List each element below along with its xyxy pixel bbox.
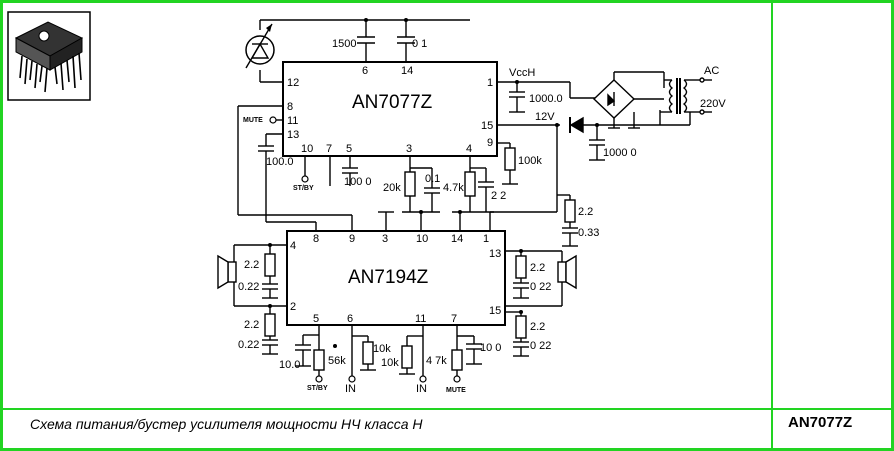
- label-r22-right: 2.2: [578, 206, 593, 218]
- resistors-bottom: [264, 253, 527, 371]
- ic2-pin: 11: [415, 313, 426, 325]
- label-in-1: IN: [345, 383, 356, 395]
- label-c022-r1: 0 22: [530, 281, 551, 293]
- ic1-pin: 7: [326, 143, 332, 155]
- component-labels: VccH 12V AC 220V MUTE ST/BY ST/BY IN IN …: [238, 38, 726, 395]
- ic1-pin: 4: [466, 143, 472, 155]
- ic2-pin: 1: [483, 233, 489, 245]
- label-mute: MUTE: [243, 117, 263, 124]
- label-c100-mid: 100 0: [344, 176, 372, 188]
- diagram-caption: Схема питания/бустер усилителя мощности …: [30, 416, 423, 432]
- label-r56k: 56k: [328, 355, 346, 367]
- ic-package-drawing: [7, 11, 91, 101]
- ic2-pin: 9: [349, 233, 355, 245]
- ic1-pin: 6: [362, 65, 368, 77]
- label-r22-r2: 2.2: [530, 321, 545, 333]
- ic1-pin: 9: [487, 137, 493, 149]
- label-mute-2: MUTE: [446, 387, 466, 394]
- ic2-wiring: [233, 244, 563, 376]
- label-r22-l1: 2.2: [244, 259, 259, 271]
- frame-divider-horizontal: [0, 408, 894, 410]
- label-r47k-top: 4.7k: [443, 182, 464, 194]
- frame-divider-vertical: [771, 0, 773, 451]
- ic1-pin: 11: [287, 115, 298, 127]
- label-c10-bot2: 10 0: [480, 342, 501, 354]
- ic1-box: [282, 61, 498, 157]
- ic1-pin: 14: [401, 65, 413, 77]
- label-in-2: IN: [416, 383, 427, 395]
- ic1-pin: 12: [287, 77, 299, 89]
- label-stby-2: ST/BY: [307, 385, 328, 392]
- label-r10k-b: 10k: [381, 357, 399, 369]
- ic1-pin: 5: [346, 143, 352, 155]
- terminals: [268, 18, 599, 383]
- label-r20k: 20k: [383, 182, 401, 194]
- label-c01-mid: 0.1: [425, 173, 440, 185]
- label-c033: 0.33: [578, 227, 599, 239]
- label-c1000-top: 1000.0: [529, 93, 563, 105]
- label-c100-left: 100.0: [266, 156, 294, 168]
- ic2-pin: 14: [451, 233, 463, 245]
- label-r47k-bot: 4 7k: [426, 355, 447, 367]
- label-c1000-bot: 1000 0: [603, 147, 637, 159]
- ic2-pin: 3: [382, 233, 388, 245]
- label-c22-top: 2 2: [491, 190, 506, 202]
- label-r100k: 100k: [518, 155, 542, 167]
- label-c1500: 1500: [332, 38, 356, 50]
- label-ac: AC: [704, 65, 719, 77]
- label-stby: ST/BY: [293, 185, 314, 192]
- power-supply: [509, 71, 712, 161]
- ic2-pin: 6: [347, 313, 353, 325]
- ic2-pin: 5: [313, 313, 319, 325]
- label-c022-l2: 0.22: [238, 339, 259, 351]
- label-r22-r1: 2.2: [530, 262, 545, 274]
- ic2-label: AN7194Z: [348, 267, 429, 288]
- ic2-pin: 7: [451, 313, 457, 325]
- label-c022-l1: 0.22: [238, 281, 259, 293]
- ic2-pin: 13: [489, 248, 501, 260]
- speaker-right-icon: [557, 254, 577, 290]
- part-number: AN7077Z: [788, 414, 853, 431]
- ic1-pin: 15: [481, 120, 493, 132]
- ic2-pin: 10: [416, 233, 428, 245]
- label-r22-l2: 2.2: [244, 319, 259, 331]
- ic1-pin: 3: [406, 143, 412, 155]
- label-r10k-a: 10k: [373, 343, 391, 355]
- ic2-pin: 4: [290, 240, 296, 252]
- ic2-pin: 2: [290, 301, 296, 313]
- ic2-pin: 8: [313, 233, 319, 245]
- ic1-pin: 8: [287, 101, 293, 113]
- label-12v: 12V: [535, 111, 555, 123]
- ic1-pin: 1: [487, 77, 493, 89]
- label-c022-r2: 0 22: [530, 340, 551, 352]
- speaker-left-icon: [217, 254, 237, 290]
- resistors-top: [404, 147, 576, 223]
- ic2-box: [286, 230, 506, 326]
- led-icon: [245, 23, 275, 69]
- ic1-pin: 13: [287, 129, 299, 141]
- label-c01-top: 0 1: [412, 38, 427, 50]
- label-ac220: 220V: [700, 98, 726, 110]
- ic1-label: AN7077Z: [352, 92, 433, 113]
- ic2-pin: 15: [489, 305, 501, 317]
- ic1-pin: 10: [301, 143, 313, 155]
- ic1-pin-labels: 12 8 11 13 6 14 1 15 9 10 7 5 3 4: [287, 65, 493, 155]
- ic2-pin-labels: 4 2 8 9 3 10 14 1 13 15 5 6 11 7: [290, 233, 501, 325]
- label-vcch: VccH: [509, 67, 535, 79]
- label-c10-bot: 10.0: [279, 359, 300, 371]
